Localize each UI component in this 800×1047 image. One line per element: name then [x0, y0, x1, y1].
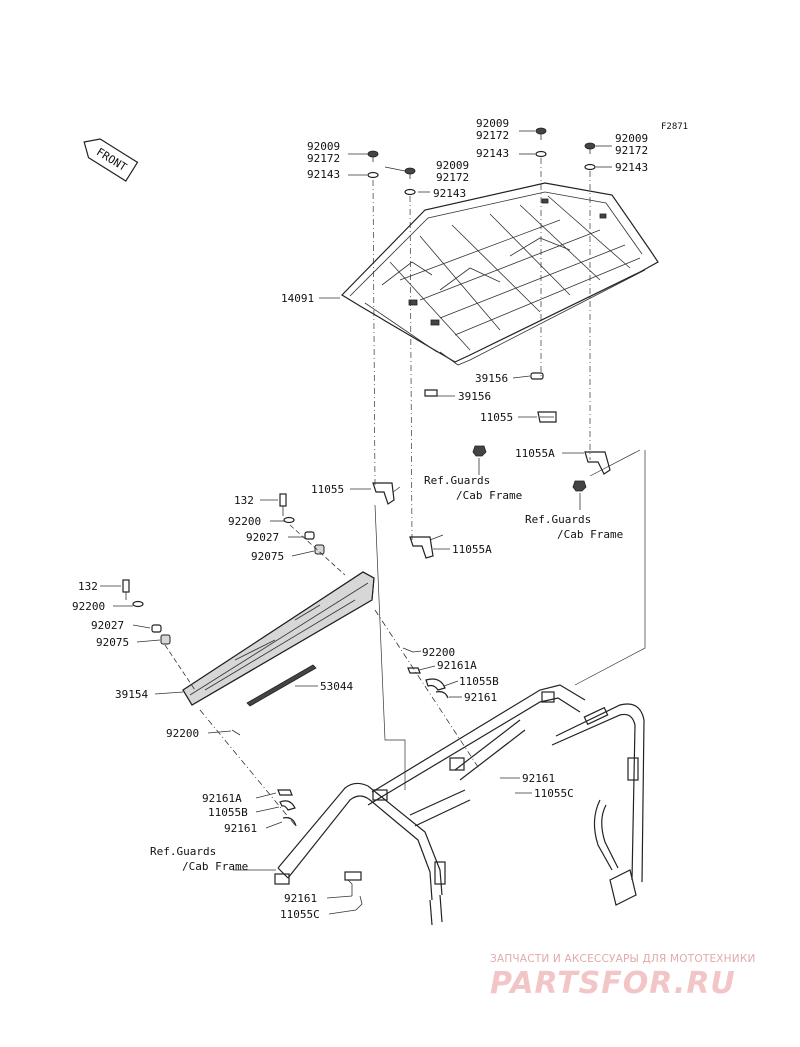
label-92200-c: 92200 — [422, 646, 455, 659]
ref-bolt-1 — [472, 445, 487, 457]
label-53044: 53044 — [320, 680, 353, 693]
label-92200-d: 92200 — [166, 727, 199, 740]
bracket-11055-left — [372, 482, 395, 505]
label-92172-d: 92172 — [615, 144, 648, 157]
label-92027-a: 92027 — [246, 531, 279, 544]
roof-panel — [341, 182, 659, 366]
bolt-132-a — [279, 493, 287, 516]
ref2-line1: Ref.Guards — [525, 513, 591, 526]
label-92075-b: 92075 — [96, 636, 129, 649]
bolt-132-b — [122, 579, 130, 600]
label-92161-c: 92161 — [464, 691, 497, 704]
ref-bolt-2 — [572, 480, 587, 492]
bracket-11055A-left — [409, 536, 434, 559]
ref3-line1: Ref.Guards — [150, 845, 216, 858]
label-11055-right: 11055 — [480, 411, 513, 424]
ref1-line2: /Cab Frame — [456, 489, 522, 502]
bracket-11055A-right — [584, 451, 611, 475]
collar-92027-a — [304, 531, 315, 540]
label-92027-b: 92027 — [91, 619, 124, 632]
grommet-92075-b — [160, 634, 171, 645]
label-92143-d: 92143 — [615, 161, 648, 174]
label-92200-a: 92200 — [228, 515, 261, 528]
ref3-line2: /Cab Frame — [182, 860, 248, 873]
label-92161-f: 92161 — [224, 822, 257, 835]
leader-lines — [100, 130, 612, 915]
front-arrow-icon: FRONT — [83, 138, 139, 182]
collar-92027-b — [151, 624, 162, 633]
label-92009-b: 92009 — [436, 159, 469, 172]
label-92161A-c: 92161A — [437, 659, 477, 672]
label-14091: 14091 — [281, 292, 314, 305]
label-39154: 39154 — [115, 688, 148, 701]
label-11055B-f: 11055B — [208, 806, 248, 819]
label-92009-c: 92009 — [476, 117, 509, 130]
label-92172-b: 92172 — [436, 171, 469, 184]
label-92161A-f: 92161A — [202, 792, 242, 805]
label-92075-a: 92075 — [251, 550, 284, 563]
ref1-line1: Ref.Guards — [424, 474, 490, 487]
label-92143-b: 92143 — [433, 187, 466, 200]
label-39156-left: 39156 — [458, 390, 491, 403]
watermark-brand: PARTSFOR.RU — [490, 966, 736, 1001]
hardware-stack-d — [584, 142, 596, 171]
label-11055B-c: 11055B — [459, 675, 499, 688]
label-132-b: 132 — [78, 580, 98, 593]
connection-lines — [374, 449, 646, 790]
label-11055C-e: 11055C — [534, 787, 574, 800]
label-11055A-right: 11055A — [515, 447, 555, 460]
label-92172-a: 92172 — [307, 152, 340, 165]
clamp-hardware-upper — [402, 647, 449, 699]
strip-53044 — [246, 664, 317, 707]
label-92172-c: 92172 — [476, 129, 509, 142]
hardware-stack-c — [535, 127, 547, 158]
hardware-stack-b — [404, 167, 416, 196]
bracket-11055-right — [537, 411, 557, 423]
figure-code: F2871 — [661, 122, 688, 132]
label-11055C-g: 11055C — [280, 908, 320, 921]
bracket-39156-left — [424, 389, 438, 397]
ref2-line2: /Cab Frame — [557, 528, 623, 541]
label-92200-b: 92200 — [72, 600, 105, 613]
label-92143-a: 92143 — [307, 168, 340, 181]
part-labels: 92009 92172 92143 92009 92172 92143 9200… — [72, 117, 648, 921]
label-132-a: 132 — [234, 494, 254, 507]
watermark: ЗАПЧАСТИ И АКСЕССУАРЫ ДЛЯ МОТОТЕХНИКИ PA… — [490, 953, 756, 1001]
label-92009-a: 92009 — [307, 140, 340, 153]
bracket-39156-right — [530, 372, 544, 380]
label-39156-right: 39156 — [475, 372, 508, 385]
watermark-tagline: ЗАПЧАСТИ И АКСЕССУАРЫ ДЛЯ МОТОТЕХНИКИ — [490, 953, 756, 965]
washer-92200-b — [132, 600, 144, 608]
label-92161-e: 92161 — [522, 772, 555, 785]
grommet-92075-a — [314, 544, 325, 555]
cab-frame — [274, 684, 645, 926]
hardware-stack-a — [367, 150, 379, 179]
clamp-hardware-lower — [231, 729, 297, 827]
label-92009-d: 92009 — [615, 132, 648, 145]
label-92161-g: 92161 — [284, 892, 317, 905]
front-label: FRONT — [94, 145, 129, 174]
label-11055A-left: 11055A — [452, 543, 492, 556]
label-92143-c: 92143 — [476, 147, 509, 160]
reference-notes: Ref.Guards /Cab Frame Ref.Guards /Cab Fr… — [150, 474, 623, 873]
washer-92200-a — [283, 516, 295, 524]
centerlines — [372, 158, 591, 541]
label-11055-left: 11055 — [311, 483, 344, 496]
crossbar-39154 — [182, 571, 375, 706]
